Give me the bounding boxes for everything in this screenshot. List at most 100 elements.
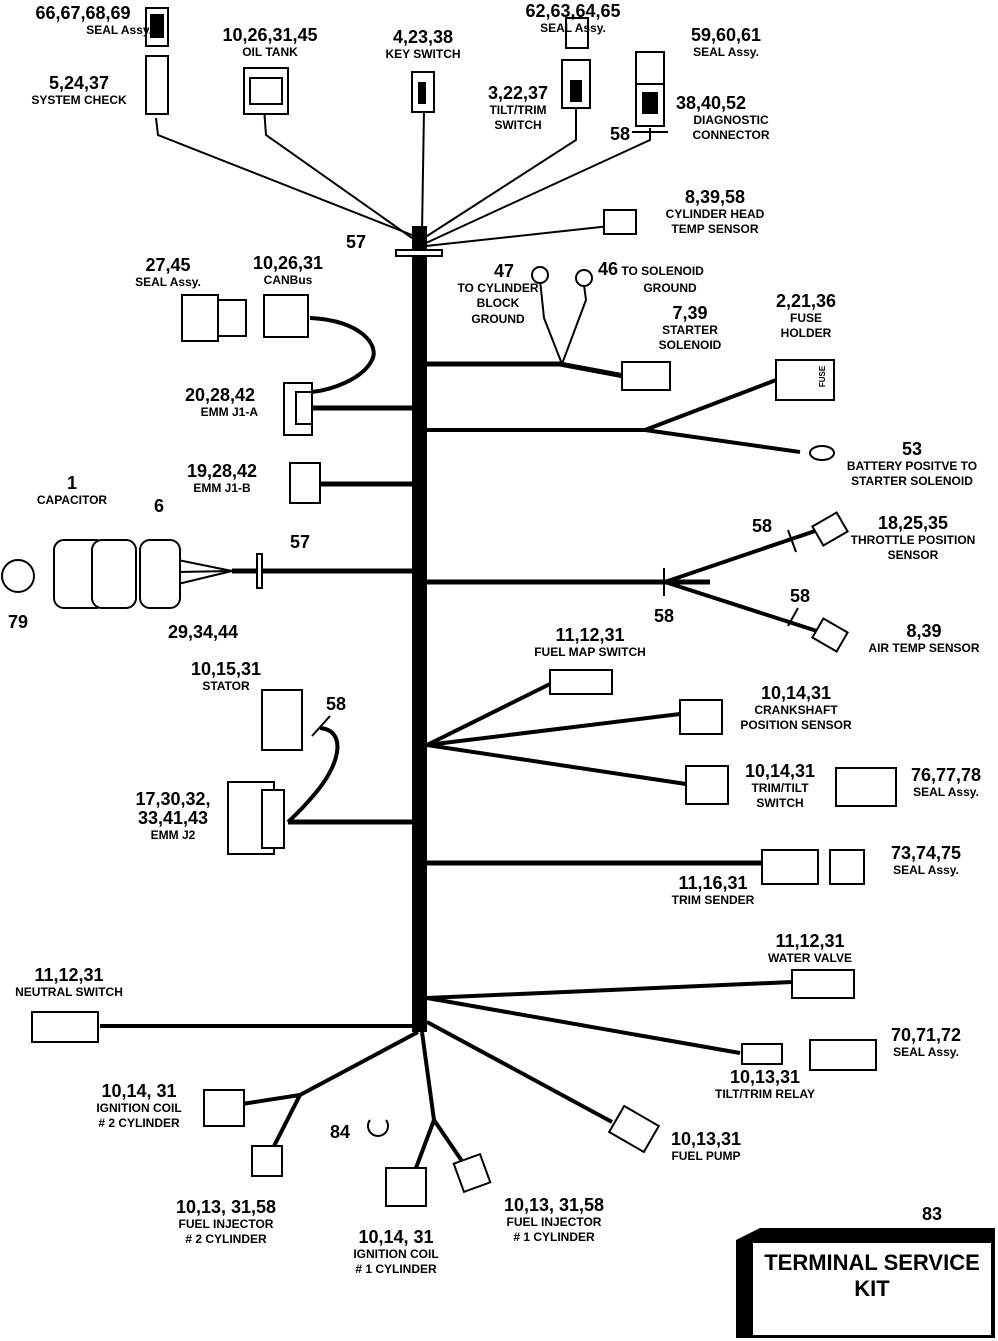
ring-terminal-47 xyxy=(531,266,549,284)
part-desc: TILT/TRIM RELAY xyxy=(715,1086,815,1101)
label-tilt-trim-relay: 10,13,31 TILT/TRIM RELAY xyxy=(700,1068,830,1102)
callout-58-branch: 58 xyxy=(654,606,675,626)
clip-57-top xyxy=(395,249,443,257)
part-numbers: 47 xyxy=(493,261,514,281)
callout-84: 84 xyxy=(330,1122,351,1142)
part-desc: CAPACITOR xyxy=(36,492,108,507)
part-desc: CYLINDER HEAD xyxy=(665,206,765,221)
callout-57-mid: 57 xyxy=(290,532,311,552)
kit-line-1: TERMINAL SERVICE xyxy=(764,1250,980,1275)
part-desc-text: TO SOLENOID xyxy=(621,264,704,278)
label-trim-sender: 11,16,31 TRIM SENDER xyxy=(658,874,768,908)
callout-29: 29,34,44 xyxy=(168,622,239,642)
part-desc: OIL TANK xyxy=(242,44,298,59)
part-desc: FUEL INJECTOR xyxy=(178,1216,274,1231)
label-key-switch: 4,23,38 KEY SWITCH xyxy=(368,28,478,62)
part-desc: FUEL PUMP xyxy=(671,1148,741,1163)
part-desc-2: SWITCH xyxy=(494,118,542,133)
part-desc: CRANKSHAFT xyxy=(754,702,838,717)
part-numbers: 10,13, 31,58 xyxy=(175,1197,277,1217)
label-fuel-map: 11,12,31 FUEL MAP SWITCH xyxy=(520,626,660,660)
part-desc: EMM J2 xyxy=(150,827,196,842)
label-cyl-block-ground: 47 TO CYLINDER BLOCK GROUND xyxy=(428,262,568,328)
part-desc: THROTTLE POSITION xyxy=(850,532,976,547)
clip-57-mid xyxy=(256,553,263,589)
part-desc: FUSE xyxy=(789,310,822,325)
part-numbers: 5,24,37 xyxy=(48,73,110,93)
part-numbers: 59,60,61 xyxy=(690,25,762,45)
part-numbers: 46 xyxy=(598,259,619,279)
part-desc: NEUTRAL SWITCH xyxy=(15,984,123,999)
callout-58-diag: 58 xyxy=(610,124,631,144)
part-numbers: 70,71,72 xyxy=(890,1025,962,1045)
part-desc: IGNITION COIL xyxy=(96,1100,182,1115)
part-numbers: 10,26,31,45 xyxy=(222,25,318,45)
part-numbers: 2,21,36 xyxy=(775,291,837,311)
label-fuel-pump: 10,13,31 FUEL PUMP xyxy=(656,1130,756,1164)
part-desc: IGNITION COIL xyxy=(353,1246,439,1261)
part-numbers: 11,12,31 xyxy=(34,965,104,985)
part-desc-2: # 1 CYLINDER xyxy=(355,1262,437,1277)
part-numbers: 4,23,38 xyxy=(392,27,454,47)
clips-58 xyxy=(311,131,799,737)
part-desc: FUEL INJECTOR xyxy=(506,1214,602,1229)
label-fuse-holder: 2,21,36 FUSE HOLDER xyxy=(756,292,856,342)
part-desc-3: GROUND xyxy=(471,312,525,327)
top-wires xyxy=(155,105,651,247)
part-desc-2: POSITION SENSOR xyxy=(740,718,852,733)
part-numbers: 10,14,31 xyxy=(744,761,816,781)
label-system-check: 5,24,37 SYSTEM CHECK xyxy=(14,74,144,108)
label-trim-tilt-switch: 10,14,31 TRIM/TILT SWITCH xyxy=(730,762,830,812)
part-numbers: 19,28,42 xyxy=(186,461,258,481)
part-numbers: 11,12,31 xyxy=(555,625,625,645)
part-desc-2: SOLENOID xyxy=(658,338,722,353)
label-air-temp: 8,39 AIR TEMP SENSOR xyxy=(856,622,992,656)
label-stator: 10,15,31 STATOR xyxy=(176,660,276,694)
part-desc-2: STARTER SOLENOID xyxy=(851,474,973,489)
part-numbers: 10,13, 31,58 xyxy=(503,1195,605,1215)
label-seal-59: 59,60,61 SEAL Assy. xyxy=(676,26,776,60)
label-diagnostic: 38,40,52 DIAGNOSTIC CONNECTOR xyxy=(676,94,786,144)
part-desc: SEAL Assy. xyxy=(135,274,201,289)
label-seal-73: 73,74,75 SEAL Assy. xyxy=(876,844,976,878)
part-desc-2: SWITCH xyxy=(756,796,804,811)
label-ign-coil-1: 10,14, 31 IGNITION COIL # 1 CYLINDER xyxy=(336,1228,456,1278)
terminal-service-kit-label: TERMINAL SERVICE KIT xyxy=(752,1250,992,1303)
part-desc-2: GROUND xyxy=(643,281,697,296)
part-desc: TO CYLINDER xyxy=(457,280,539,295)
label-neutral: 11,12,31 NEUTRAL SWITCH xyxy=(4,966,134,1000)
part-desc: SEAL Assy. xyxy=(540,20,606,35)
part-desc: SEAL Assy. xyxy=(893,862,959,877)
label-seal-76: 76,77,78 SEAL Assy. xyxy=(900,766,992,800)
label-ign-coil-2: 10,14, 31 IGNITION COIL # 2 CYLINDER xyxy=(84,1082,194,1132)
part-desc-2: # 1 CYLINDER xyxy=(513,1230,595,1245)
label-solenoid-ground: 46 TO SOLENOID GROUND xyxy=(598,258,728,297)
connectors xyxy=(1,7,897,1207)
label-tps: 18,25,35 THROTTLE POSITION SENSOR xyxy=(838,514,988,564)
part-desc: DIAGNOSTIC xyxy=(693,112,769,127)
label-emm-j1b: 19,28,42 EMM J1-B xyxy=(172,462,272,496)
part-numbers: 1 xyxy=(66,473,77,493)
harness-trunk xyxy=(412,226,427,1032)
part-desc: WATER VALVE xyxy=(768,950,852,965)
part-desc: SEAL Assy. xyxy=(893,1044,959,1059)
terminal-service-kit-box xyxy=(736,1228,995,1338)
part-numbers: 8,39 xyxy=(906,621,942,641)
part-desc: STARTER xyxy=(662,322,718,337)
callout-58-air: 58 xyxy=(790,586,811,606)
label-seal-70: 70,71,72 SEAL Assy. xyxy=(876,1026,976,1060)
label-seal-62: 62,63,64,65 SEAL Assy. xyxy=(508,2,638,36)
part-desc: SEAL Assy. xyxy=(913,784,979,799)
label-water-valve: 11,12,31 WATER VALVE xyxy=(760,932,860,966)
kit-line-2: KIT xyxy=(854,1276,890,1302)
part-desc: EMM J1-A xyxy=(200,404,258,419)
part-desc-2: TEMP SENSOR xyxy=(671,222,759,237)
part-desc: BATTERY POSITVE TO xyxy=(846,458,978,473)
right-branches xyxy=(426,279,821,1124)
callout-57-top: 57 xyxy=(346,232,367,252)
part-numbers: 62,63,64,65 xyxy=(525,1,621,21)
part-numbers: 10,15,31 xyxy=(190,659,262,679)
part-desc-2: BLOCK xyxy=(476,296,520,311)
label-canbus: 10,26,31 CANBus xyxy=(238,254,338,288)
